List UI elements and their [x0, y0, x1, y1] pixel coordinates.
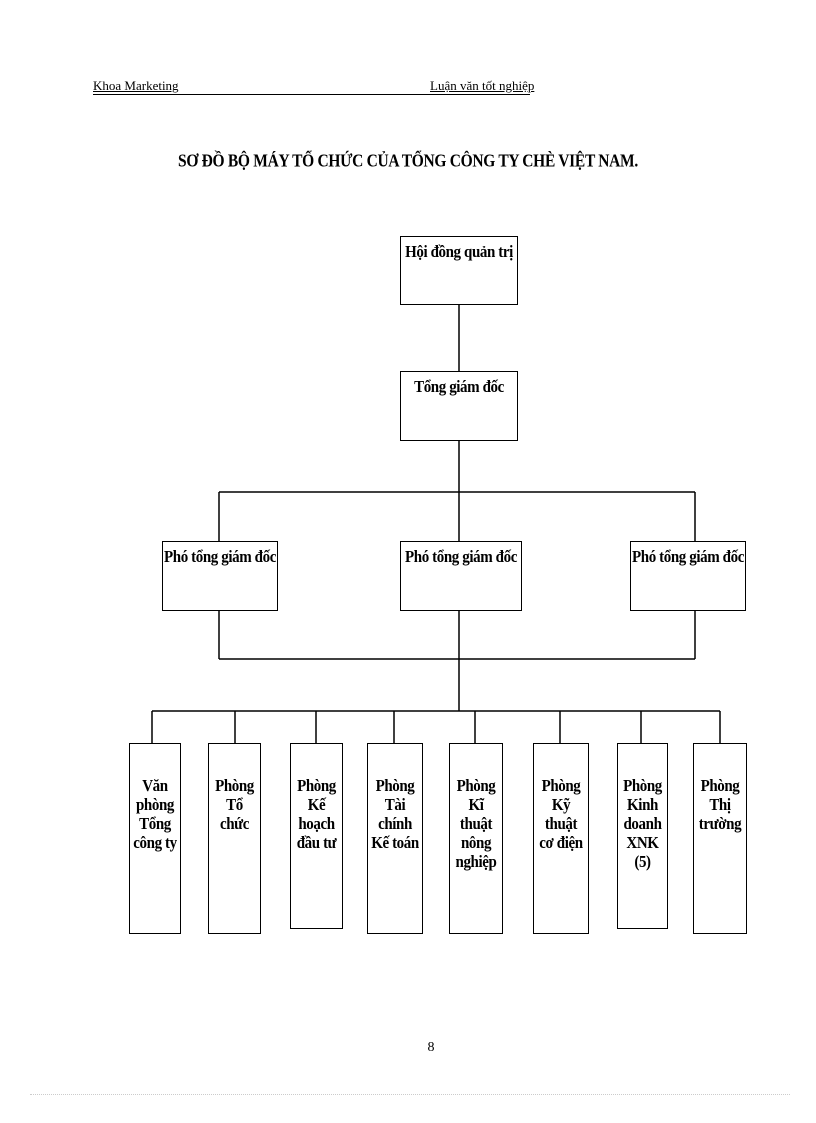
dept-label-2: Phòng Tổ chức — [215, 777, 254, 834]
board-of-directors-box: Hội đồng quản trị — [400, 236, 518, 305]
deputy-box-2: Phó tổng giám đốc — [400, 541, 522, 611]
footer-dotted-rule — [30, 1094, 790, 1095]
header-right: Luận văn tốt nghiệp — [430, 78, 535, 93]
ceo-box: Tổng giám đốc — [400, 371, 518, 441]
deputy-label-3: Phó tổng giám đốc — [632, 548, 744, 567]
page-number: 8 — [427, 1040, 435, 1055]
deputy-label-2: Phó tổng giám đốc — [405, 548, 517, 567]
dept-label-4: Phòng Tài chính Kế toán — [371, 777, 419, 853]
deputy-label-1: Phó tổng giám đốc — [164, 548, 276, 567]
dept-label-3: Phòng Kế hoạch đầu tư — [296, 777, 337, 853]
dept-box-1: Văn phòng Tổng công ty — [129, 743, 181, 934]
dept-box-4: Phòng Tài chính Kế toán — [367, 743, 423, 934]
dept-box-5: Phòng Kĩ thuật nông nghiệp — [449, 743, 503, 934]
deputy-box-1: Phó tổng giám đốc — [162, 541, 278, 611]
dept-label-7: Phòng Kinh doanh XNK (5) — [623, 777, 662, 872]
ceo-label: Tổng giám đốc — [414, 378, 504, 397]
dept-label-5: Phòng Kĩ thuật nông nghiệp — [455, 777, 497, 872]
dept-box-2: Phòng Tổ chức — [208, 743, 261, 934]
dept-label-6: Phòng Kỹ thuật cơ điện — [539, 777, 583, 853]
dept-box-7: Phòng Kinh doanh XNK (5) — [617, 743, 668, 929]
dept-box-6: Phòng Kỹ thuật cơ điện — [533, 743, 589, 934]
header-rule — [93, 94, 530, 95]
deputy-box-3: Phó tổng giám đốc — [630, 541, 746, 611]
header-left: Khoa Marketing — [93, 78, 179, 93]
dept-box-8: Phòng Thị trường — [693, 743, 747, 934]
dept-box-3: Phòng Kế hoạch đầu tư — [290, 743, 343, 929]
board-label: Hội đồng quản trị — [405, 243, 513, 262]
dept-label-1: Văn phòng Tổng công ty — [133, 777, 177, 853]
dept-label-8: Phòng Thị trường — [698, 777, 742, 834]
diagram-title: SƠ ĐỒ BỘ MÁY TỔ CHỨC CỦA TỔNG CÔNG TY CH… — [178, 151, 638, 172]
